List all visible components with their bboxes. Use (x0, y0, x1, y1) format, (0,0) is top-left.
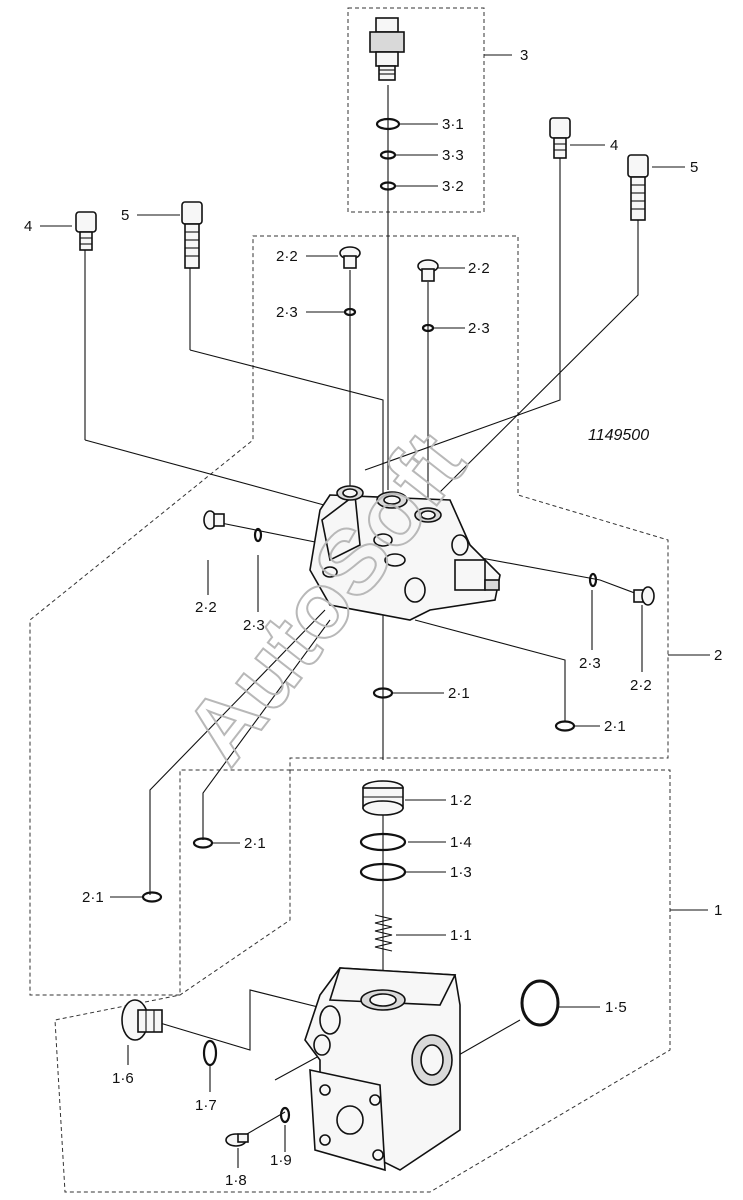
callout-3: 3 (520, 47, 528, 64)
callout-2-1-center: 2·1 (448, 685, 470, 702)
callout-1-6: 1·6 (112, 1070, 134, 1087)
o-ring-2-1-right (554, 720, 576, 732)
callout-5-right: 5 (690, 159, 698, 176)
plug-1-8 (225, 1133, 249, 1147)
plug-2-2-top-right (417, 259, 439, 282)
plug-2-2-side-right (633, 586, 655, 606)
backup-ring-1-4 (359, 832, 407, 852)
callout-1-8: 1·8 (225, 1172, 247, 1189)
callout-3-2: 3·2 (442, 178, 464, 195)
bolt-4-left (75, 211, 97, 251)
plug-2-2-side-left (203, 510, 225, 530)
piston-1-2 (362, 780, 404, 816)
spring-1-1 (374, 914, 393, 952)
o-ring-1-5 (520, 979, 560, 1027)
callout-3-3: 3·3 (442, 147, 464, 164)
leader-lines (84, 85, 641, 1139)
callout-1: 1 (714, 902, 722, 919)
o-ring-1-7 (202, 1039, 218, 1067)
o-ring-1-9 (279, 1106, 291, 1124)
callout-2-2-top-right: 2·2 (468, 260, 490, 277)
group-1-boundary (54, 769, 671, 1193)
callout-2-3-side-left: 2·3 (243, 617, 265, 634)
callout-4-right: 4 (610, 137, 618, 154)
callout-4-left: 4 (24, 218, 32, 235)
callout-2-1-right: 2·1 (604, 718, 626, 735)
callout-2-3-top-left: 2·3 (276, 304, 298, 321)
callout-2-3-side-right: 2·3 (579, 655, 601, 672)
callout-2: 2 (714, 647, 722, 664)
callout-labels: 3 3·1 3·3 3·2 4 5 4 5 2·2 2·3 2·2 2·3 2·… (24, 47, 722, 1189)
callout-1-5: 1·5 (605, 999, 627, 1016)
drawing-number: 1149500 (588, 427, 649, 444)
callout-2-1-left: 2·1 (82, 889, 104, 906)
callout-1-2: 1·2 (450, 792, 472, 809)
o-ring-3-2 (379, 181, 397, 191)
o-ring-2-1-center (372, 687, 394, 699)
callout-2-2-side-left: 2·2 (195, 599, 217, 616)
bolt-5-right (627, 154, 649, 221)
o-ring-2-3-top-right (421, 323, 435, 333)
valve-body-1 (304, 967, 461, 1172)
bolt-4-right (549, 117, 571, 159)
group-3-boundary (347, 7, 485, 213)
relief-valve-cartridge (369, 17, 405, 81)
callout-1-9: 1·9 (270, 1152, 292, 1169)
o-ring-2-3-side-right (588, 572, 598, 588)
callout-1-3: 1·3 (450, 864, 472, 881)
o-ring-3-3 (379, 150, 397, 160)
o-ring-2-1-left (141, 891, 163, 903)
plug-1-6 (121, 999, 163, 1041)
callout-lines (40, 54, 710, 1168)
callout-1-4: 1·4 (450, 834, 472, 851)
valve-body-2 (309, 485, 501, 621)
callout-2-2-side-right: 2·2 (630, 677, 652, 694)
o-ring-2-1-lower (192, 837, 214, 849)
callout-1-1: 1·1 (450, 927, 472, 944)
o-ring-3-1 (375, 117, 401, 131)
o-ring-2-3-side-left (253, 527, 263, 543)
callout-2-1-lower: 2·1 (244, 835, 266, 852)
callout-2-3-top-right: 2·3 (468, 320, 490, 337)
callout-1-7: 1·7 (195, 1097, 217, 1114)
callout-5-left: 5 (121, 207, 129, 224)
o-ring-1-3 (359, 862, 407, 882)
o-ring-2-3-top-left (343, 307, 357, 317)
callout-2-2-top-left: 2·2 (276, 248, 298, 265)
bolt-5-left (181, 201, 203, 269)
callout-3-1: 3·1 (442, 116, 464, 133)
plug-2-2-top-left (339, 246, 361, 269)
